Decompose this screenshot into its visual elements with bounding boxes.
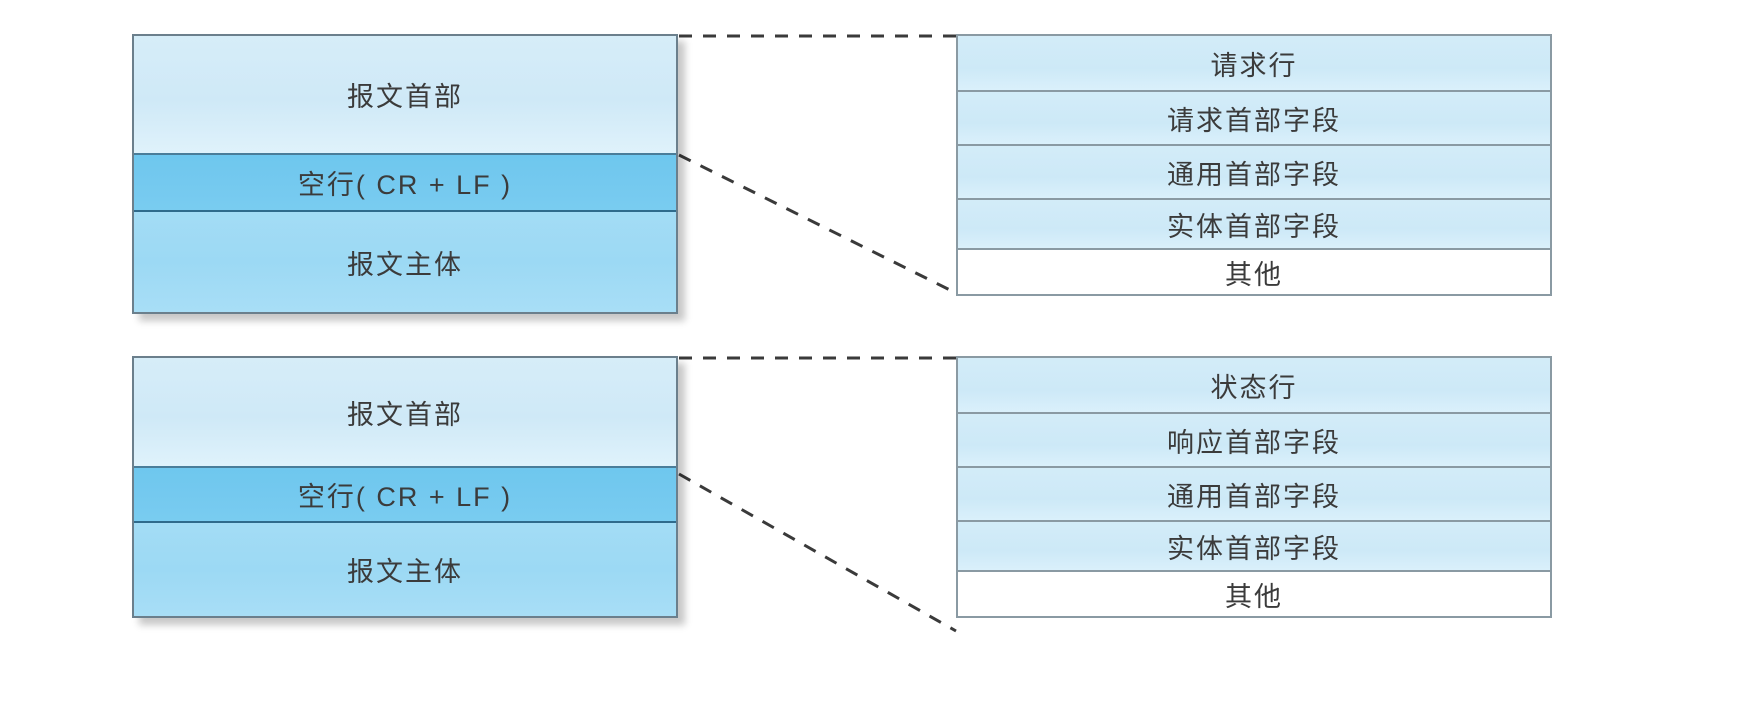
detail-panel-response: 状态行 响应首部字段 通用首部字段 实体首部字段 其他 [956, 356, 1552, 618]
detail-row-other: 其他 [958, 572, 1550, 616]
message-row-blank-line: 空行( CR + LF ) [134, 468, 676, 523]
message-panel-request: 报文首部 空行( CR + LF ) 报文主体 [132, 34, 678, 314]
message-row-label: 空行( CR + LF ) [297, 170, 513, 200]
detail-row-label: 其他 [1225, 581, 1283, 612]
detail-row-label: 其他 [1225, 259, 1283, 290]
message-row-label: 报文首部 [347, 82, 463, 112]
detail-row-label: 响应首部字段 [1167, 427, 1341, 458]
detail-row-label: 实体首部字段 [1167, 211, 1341, 242]
message-row-body: 报文主体 [134, 212, 676, 312]
message-row-blank-line: 空行( CR + LF ) [134, 155, 676, 212]
detail-row-entity-header-fields: 实体首部字段 [958, 200, 1550, 250]
detail-row-status-line: 状态行 [958, 358, 1550, 414]
message-row-header: 报文首部 [134, 358, 676, 468]
detail-row-other: 其他 [958, 250, 1550, 294]
detail-row-label: 状态行 [1210, 372, 1298, 403]
detail-panel-request: 请求行 请求首部字段 通用首部字段 实体首部字段 其他 [956, 34, 1552, 296]
detail-row-request-header-fields: 请求首部字段 [958, 92, 1550, 146]
message-panel-response: 报文首部 空行( CR + LF ) 报文主体 [132, 356, 678, 618]
detail-row-general-header-fields: 通用首部字段 [958, 146, 1550, 200]
detail-row-label: 通用首部字段 [1167, 481, 1341, 512]
detail-row-general-header-fields: 通用首部字段 [958, 468, 1550, 522]
detail-row-label: 请求行 [1210, 50, 1298, 81]
message-row-header: 报文首部 [134, 36, 676, 155]
detail-row-label: 实体首部字段 [1167, 533, 1341, 564]
detail-row-request-line: 请求行 [958, 36, 1550, 92]
detail-row-label: 通用首部字段 [1167, 159, 1341, 190]
message-row-label: 报文首部 [347, 399, 463, 430]
message-row-body: 报文主体 [134, 523, 676, 616]
detail-row-label: 请求首部字段 [1167, 105, 1341, 136]
message-row-label: 空行( CR + LF ) [297, 482, 513, 512]
message-row-label: 报文主体 [347, 557, 463, 587]
detail-row-entity-header-fields: 实体首部字段 [958, 522, 1550, 572]
message-row-label: 报文主体 [347, 249, 463, 280]
connector-response-bottom [678, 472, 957, 633]
detail-row-response-header-fields: 响应首部字段 [958, 414, 1550, 468]
connector-request-bottom [678, 153, 957, 295]
